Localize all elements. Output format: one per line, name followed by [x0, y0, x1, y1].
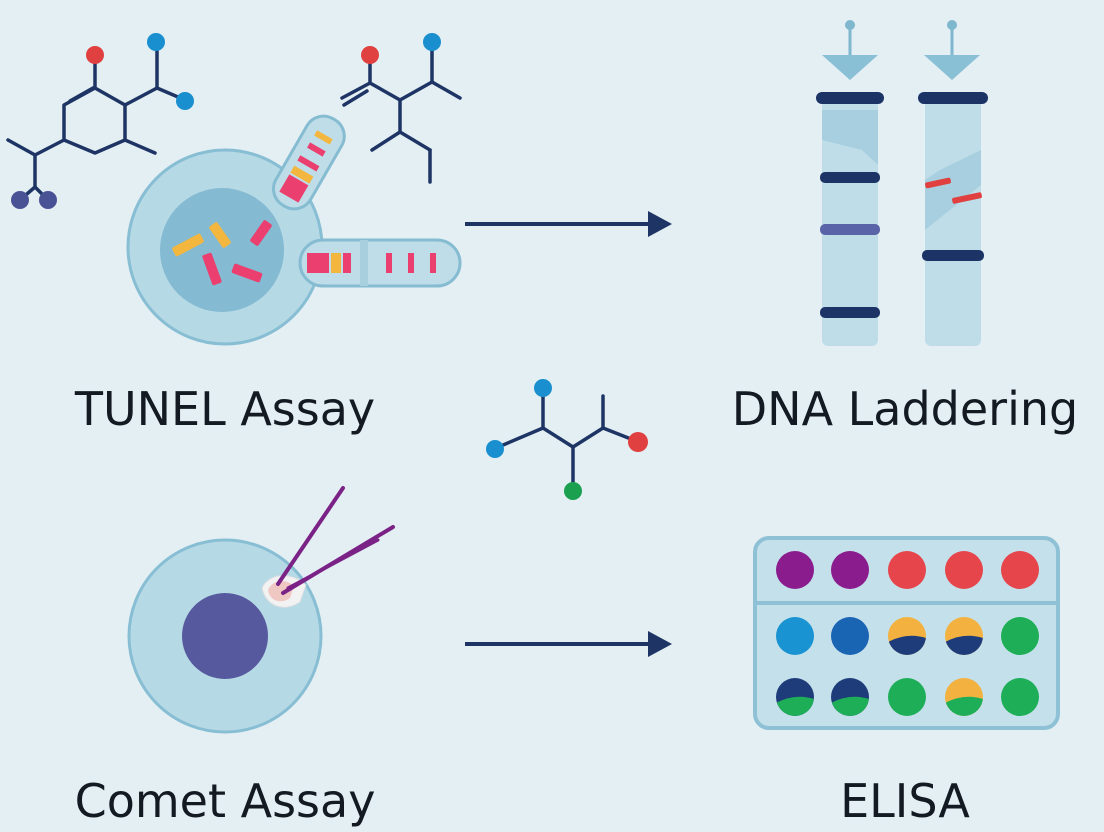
elisa-label: ELISA: [840, 774, 970, 828]
molecule-icon-top-left: [6, 43, 187, 202]
well: [945, 551, 983, 589]
well: [888, 551, 926, 589]
atom-blue: [486, 440, 504, 458]
arrow-icon-top: [465, 211, 672, 237]
well: [888, 617, 926, 655]
well: [776, 551, 814, 589]
well: [1001, 551, 1039, 589]
atom-blue: [423, 33, 441, 51]
well: [888, 678, 926, 716]
molecule-icon-top-middle: [340, 43, 462, 184]
atom-red: [628, 432, 648, 452]
atom-purple: [11, 191, 29, 209]
comet-cell-icon: [127, 486, 395, 734]
atom-red: [86, 46, 104, 64]
atom-blue: [176, 92, 194, 110]
dna-fragments: [172, 220, 272, 286]
well: [945, 617, 983, 655]
well: [776, 678, 814, 716]
well: [945, 678, 983, 716]
atom-green: [564, 482, 582, 500]
elisa-wells: [776, 551, 1039, 716]
well: [1001, 617, 1039, 655]
tunel-assay-label: TUNEL Assay: [74, 382, 376, 436]
molecule-icon-center: [494, 390, 638, 490]
well: [831, 551, 869, 589]
atom-blue: [147, 33, 165, 51]
dna-laddering-label: DNA Laddering: [731, 382, 1079, 436]
well: [776, 617, 814, 655]
atom-blue: [534, 379, 552, 397]
gel-column-icon-right: [918, 20, 988, 346]
comet-assay-label: Comet Assay: [74, 774, 376, 828]
tube-icon-diagonal: [272, 114, 346, 211]
atom-red: [361, 46, 379, 64]
well: [1001, 678, 1039, 716]
gel-column-icon-left: [816, 20, 884, 346]
arrow-icon-bottom: [465, 631, 672, 657]
well: [831, 678, 869, 716]
tube-icon-horizontal: [298, 238, 462, 288]
well-plate-icon: [753, 536, 1060, 730]
well: [831, 617, 869, 655]
atom-purple: [39, 191, 57, 209]
